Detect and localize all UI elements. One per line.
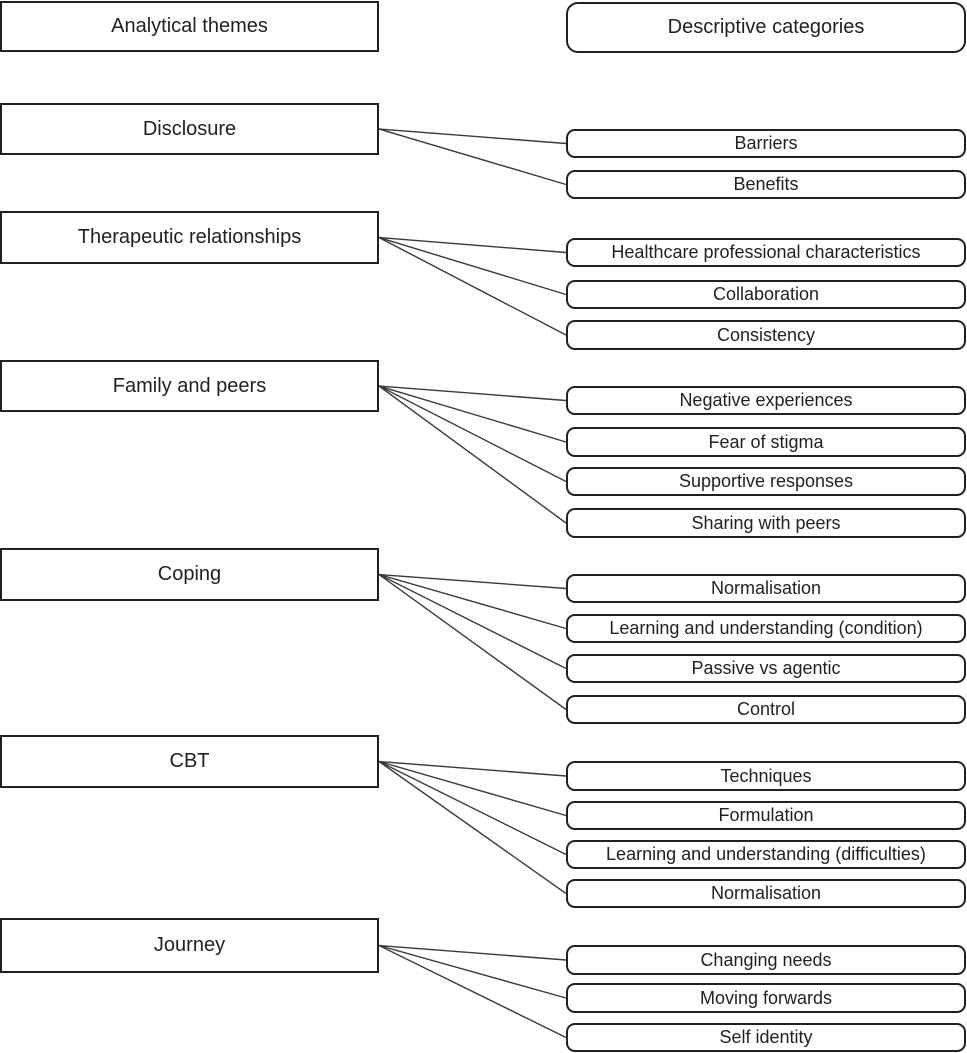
category-box-control: Control xyxy=(566,695,966,724)
category-box-passive-vs-agentic: Passive vs agentic xyxy=(566,654,966,683)
column-header-analytical-themes: Analytical themes xyxy=(0,1,379,52)
category-box-normalisation-cbt: Normalisation xyxy=(566,879,966,908)
theme-box-journey: Journey xyxy=(0,918,379,973)
theme-box-cbt: CBT xyxy=(0,735,379,788)
category-box-self-identity: Self identity xyxy=(566,1023,966,1052)
category-box-collaboration: Collaboration xyxy=(566,280,966,309)
theme-box-coping: Coping xyxy=(0,548,379,601)
category-box-barriers: Barriers xyxy=(566,129,966,158)
category-box-learning-and-understanding-difficulties: Learning and understanding (difficulties… xyxy=(566,840,966,869)
category-box-negative-experiences: Negative experiences xyxy=(566,386,966,415)
category-box-sharing-with-peers: Sharing with peers xyxy=(566,508,966,538)
category-box-healthcare-professional-characteristics: Healthcare professional characteristics xyxy=(566,238,966,267)
category-box-benefits: Benefits xyxy=(566,170,966,199)
theme-box-disclosure: Disclosure xyxy=(0,103,379,155)
category-box-moving-forwards: Moving forwards xyxy=(566,983,966,1013)
category-box-normalisation-coping: Normalisation xyxy=(566,574,966,603)
theme-box-family-and-peers: Family and peers xyxy=(0,360,379,412)
category-box-learning-and-understanding-condition: Learning and understanding (condition) xyxy=(566,614,966,643)
column-header-descriptive-categories: Descriptive categories xyxy=(566,2,966,53)
category-box-supportive-responses: Supportive responses xyxy=(566,467,966,496)
category-box-changing-needs: Changing needs xyxy=(566,945,966,975)
category-box-fear-of-stigma: Fear of stigma xyxy=(566,427,966,457)
category-box-consistency: Consistency xyxy=(566,320,966,350)
theme-box-therapeutic-relationships: Therapeutic relationships xyxy=(0,211,379,264)
category-box-techniques: Techniques xyxy=(566,761,966,791)
category-box-formulation: Formulation xyxy=(566,801,966,830)
